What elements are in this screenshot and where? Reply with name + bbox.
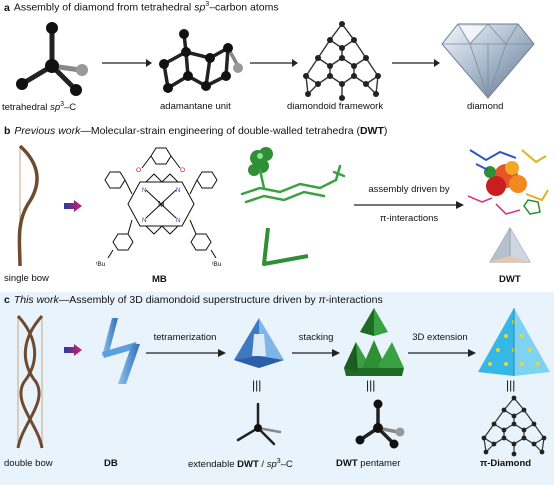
label-dwt-pentamer: DWT pentamer xyxy=(336,458,401,469)
label-db: DB xyxy=(104,458,118,469)
label-dwt: DWT xyxy=(499,274,521,285)
metal-m-label: M xyxy=(158,200,165,209)
n-label-3: N xyxy=(142,218,146,224)
equivalence-mark-1: ||| xyxy=(252,378,262,392)
label-adamantane: adamantane unit xyxy=(160,101,231,112)
tbu-right-label: ᵗBu xyxy=(212,261,222,268)
label-pi-diamond: π-Diamond xyxy=(480,458,532,469)
arrow-assembly xyxy=(354,201,464,209)
mb-bent-stick xyxy=(262,227,309,266)
pi-diamond-framework-model xyxy=(481,395,547,457)
label-diamondoid-framework: diamondoid framework xyxy=(287,101,384,112)
n-label-2: N xyxy=(176,188,180,194)
pi-diamond-pyramid xyxy=(478,308,550,376)
tetrahedral-carbon-model xyxy=(16,22,88,96)
single-bow-image xyxy=(17,144,39,267)
o-label-1: O xyxy=(136,167,141,174)
dwt-tetrahedron xyxy=(489,227,531,263)
equivalence-mark-2: ||| xyxy=(366,378,376,392)
label-diamond: diamond xyxy=(467,101,504,112)
adamantane-model xyxy=(159,29,243,93)
label-double-bow: double bow xyxy=(4,458,53,469)
transform-arrow-b xyxy=(64,200,82,212)
arrow-stacking-label: stacking xyxy=(298,332,334,343)
arrow-a1 xyxy=(102,59,152,67)
double-bow-image xyxy=(16,314,44,449)
tbu-left-label: ᵗBu xyxy=(96,261,106,268)
label-single-bow: single bow xyxy=(4,273,49,284)
dwt-pentamer-model xyxy=(344,308,404,376)
label-extendable-dwt: extendable DWT / sp3–C xyxy=(188,458,293,471)
extendable-dwt-model xyxy=(234,318,284,368)
mb-3d-model xyxy=(240,147,346,204)
dwt-colored-model xyxy=(467,149,549,215)
diamond-gem-image xyxy=(441,23,535,100)
o-label-2: O xyxy=(180,167,185,174)
pentamer-ball-stick-model xyxy=(355,399,405,449)
label-tetrahedral: tetrahedral sp3–C xyxy=(2,101,77,114)
n-label-4: N xyxy=(176,218,180,224)
arrow-a3 xyxy=(392,59,440,67)
arrow-a2 xyxy=(250,59,298,67)
arrow-b-caption-2: π-interactions xyxy=(379,213,439,224)
transform-arrow-c xyxy=(64,344,82,356)
arrow-tetramerization xyxy=(146,349,226,357)
arrow-3d-extension-label: 3D extension xyxy=(412,332,468,343)
db-model xyxy=(102,318,140,384)
equivalence-mark-3: ||| xyxy=(506,378,516,392)
mb-chemical-structure: M N N N N O O ᵗBu ᵗBu xyxy=(96,147,222,268)
arrow-b-caption: assembly driven by xyxy=(368,184,450,195)
label-mb: MB xyxy=(152,274,167,285)
n-label-1: N xyxy=(142,188,146,194)
diamondoid-framework-model xyxy=(303,21,381,101)
arrow-tetramerization-label: tetramerization xyxy=(153,332,217,343)
arrow-stacking xyxy=(292,349,340,357)
sp3-carbon-small-model xyxy=(236,402,282,446)
arrow-3d-extension xyxy=(408,349,476,357)
